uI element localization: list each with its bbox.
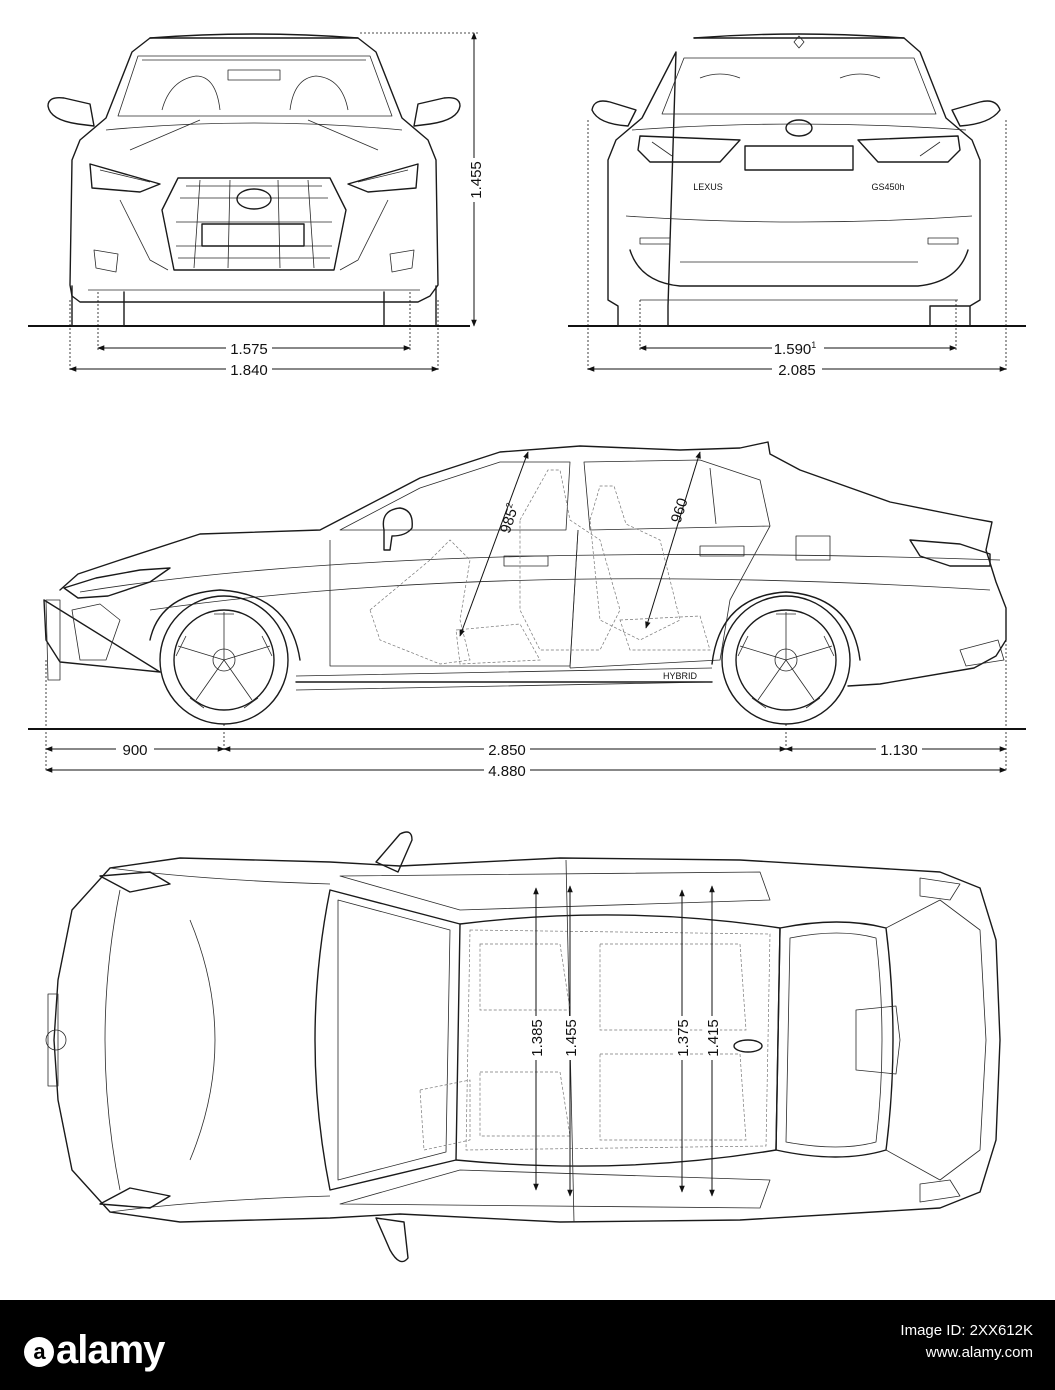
- width-label: 1.840: [230, 362, 268, 379]
- length-label: 4.880: [488, 763, 526, 780]
- rear-overhang-label: 1.130: [880, 742, 918, 759]
- side-view: HYBRID 9852 960 900 2.850 1.130: [28, 441, 1026, 780]
- rear-headroom-label: 960: [668, 496, 692, 525]
- front-hip-label: 1.455: [563, 1019, 580, 1057]
- car-dimension-drawing: 1.575 1.840 1.455 LEXUS GS450h: [28, 32, 1026, 1263]
- front-headroom-value: 985: [497, 506, 521, 535]
- image-id: Image ID: 2XX612K: [900, 1322, 1033, 1339]
- rear-track-value: 1.590: [774, 341, 812, 358]
- front-view: 1.575 1.840 1.455: [28, 32, 485, 379]
- side-hybrid-badge: HYBRID: [663, 671, 698, 681]
- rear-hip-label: 1.415: [705, 1019, 722, 1057]
- wheelbase-label: 2.850: [488, 742, 526, 759]
- rear-brand-badge: LEXUS: [693, 182, 723, 192]
- rear-view: LEXUS GS450h 1.5901 2.085: [568, 33, 1026, 379]
- top-view: 1.385 1.455 1.375 1.415: [45, 831, 1001, 1263]
- rear-track-footnote: 1: [811, 340, 816, 350]
- image-meta: Image ID: 2XX612K www.alamy.com: [900, 1320, 1033, 1364]
- front-shoulder-label: 1.385: [529, 1019, 546, 1057]
- site-url[interactable]: www.alamy.com: [925, 1344, 1033, 1361]
- alamy-logo-text: alamy: [56, 1328, 165, 1372]
- front-headroom-footnote: 2: [504, 501, 515, 509]
- width-mirrors-label: 2.085: [778, 362, 816, 379]
- front-track-label: 1.575: [230, 341, 268, 358]
- alamy-logo-mark: a: [24, 1337, 54, 1367]
- rear-shoulder-label: 1.375: [675, 1019, 692, 1057]
- front-overhang-label: 900: [122, 742, 147, 759]
- rear-track-label: 1.5901: [774, 340, 817, 358]
- height-label: 1.455: [468, 161, 485, 199]
- rear-model-badge: GS450h: [871, 182, 904, 192]
- front-headroom-label: 9852: [496, 501, 522, 535]
